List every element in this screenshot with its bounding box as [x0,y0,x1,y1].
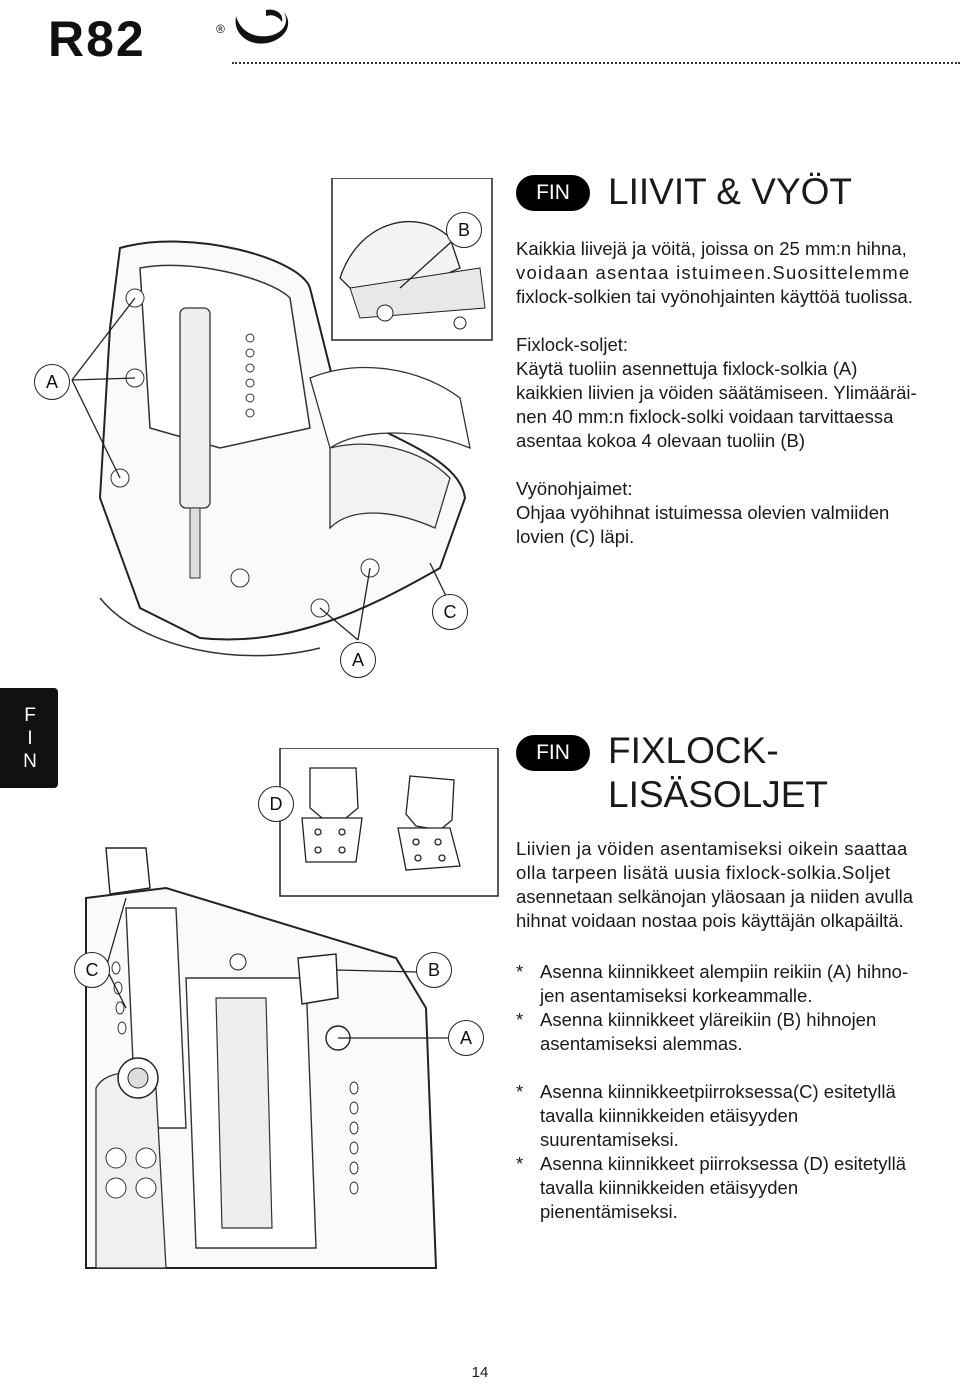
seat-illustration [71,177,493,657]
callout-c: C [74,952,110,988]
list-item-line: Asenna kiinnikkeetpiirroksessa(C) esitet… [540,1081,896,1102]
section-title: FIXLOCK- LISÄSOLJET [608,729,828,817]
section-title-line: LISÄSOLJET [608,774,829,815]
section2-body: Liivien ja vöiden asentamiseksi oikein s… [516,837,960,933]
figure-seat-back-view: B A C A [34,177,500,688]
body-line: Fixlock-soljet: [516,334,629,355]
list-item-line: Asenna kiinnikkeet alempiin reikiin (A) … [540,961,909,982]
list-item-line: Asenna kiinnikkeet yläreikiin (B) hihnoj… [540,1009,877,1030]
section1-body: Kaikkia liivejä ja vöitä, joissa on 25 m… [516,237,960,549]
bullet-marker: * [516,1009,524,1030]
body-line: voidaan asentaa istuimeen.Suosittelemme [516,262,911,283]
figure-fixlock-buckles: D C B A [66,747,500,1270]
brand-logo: R82 [48,11,146,67]
body-line: Vyönohjaimet: [516,478,633,499]
language-pill: FIN [516,175,590,211]
body-line: Ohjaa vyöhihnat istuimessa olevien valmi… [516,502,890,523]
body-line: Liivien ja vöiden asentamiseksi oikein s… [516,838,908,859]
body-line: fixlock-solkien tai vyönohjainten käyttö… [516,286,913,307]
callout-c: C [432,594,468,630]
list-item-line: jen asentamiseksi korkeammalle. [540,985,813,1006]
callout-d: D [258,786,294,822]
registered-mark: ® [216,22,225,36]
section-title-line: FIXLOCK- [608,730,779,771]
list-item-line: tavalla kiinnikkeiden etäisyyden [540,1105,799,1126]
body-line: lovien (C) läpi. [516,526,635,547]
bullet-marker: * [516,961,524,982]
side-tab-letter: I [27,728,33,749]
list-item: * Asenna kiinnikkeet piirroksessa (D) es… [516,1152,960,1224]
list-item: * Asenna kiinnikkeetpiirroksessa(C) esit… [516,1080,960,1152]
list-item-line: tavalla kiinnikkeiden etäisyyden [540,1177,799,1198]
callout-a: A [448,1020,484,1056]
callout-a: A [34,364,70,400]
page-number: 14 [471,1364,489,1381]
instruction-list: * Asenna kiinnikkeet alempiin reikiin (A… [516,960,960,1224]
body-line: hihnat voidaan nostaa pois käyttäjän olk… [516,910,904,931]
callout-b: B [446,212,482,248]
body-line: asennetaan selkänojan yläosaan ja niiden… [516,886,914,907]
body-line: Käytä tuoliin asennettuja fixlock-solkia… [516,358,858,379]
language-pill: FIN [516,735,590,771]
list-item-line: pienentämiseksi. [540,1201,678,1222]
section-title: LIIVIT & VYÖT [608,171,853,212]
list-item: * Asenna kiinnikkeet yläreikiin (B) hihn… [516,1008,960,1056]
side-tab-letter: F [24,705,36,726]
bullet-marker: * [516,1153,524,1174]
side-tab-letter: N [23,751,37,772]
list-item-line: Asenna kiinnikkeet piirroksessa (D) esit… [540,1153,907,1174]
list-item-line: suurentamiseksi. [540,1129,679,1150]
list-item: * Asenna kiinnikkeet alempiin reikiin (A… [516,960,960,1008]
body-line: nen 40 mm:n fixlock-solki voidaan tarvit… [516,406,894,427]
body-line: kaikkien liivien ja vöiden säätämiseen. … [516,382,917,403]
brand-swoosh-icon [235,9,289,44]
body-line: olla tarpeen lisätä uusia fixlock-solkia… [516,862,891,883]
callout-b: B [416,952,452,988]
callout-a: A [340,642,376,678]
backrest-illustration [85,747,499,1269]
body-line: Kaikkia liivejä ja vöitä, joissa on 25 m… [516,238,907,259]
bullet-marker: * [516,1081,524,1102]
language-side-tab: F I N [0,688,58,788]
header-dotted-rule [232,62,960,64]
body-line: asentaa kokoa 4 olevaan tuoliin (B) [516,430,805,451]
list-item-line: asentamiseksi alemmas. [540,1033,743,1054]
